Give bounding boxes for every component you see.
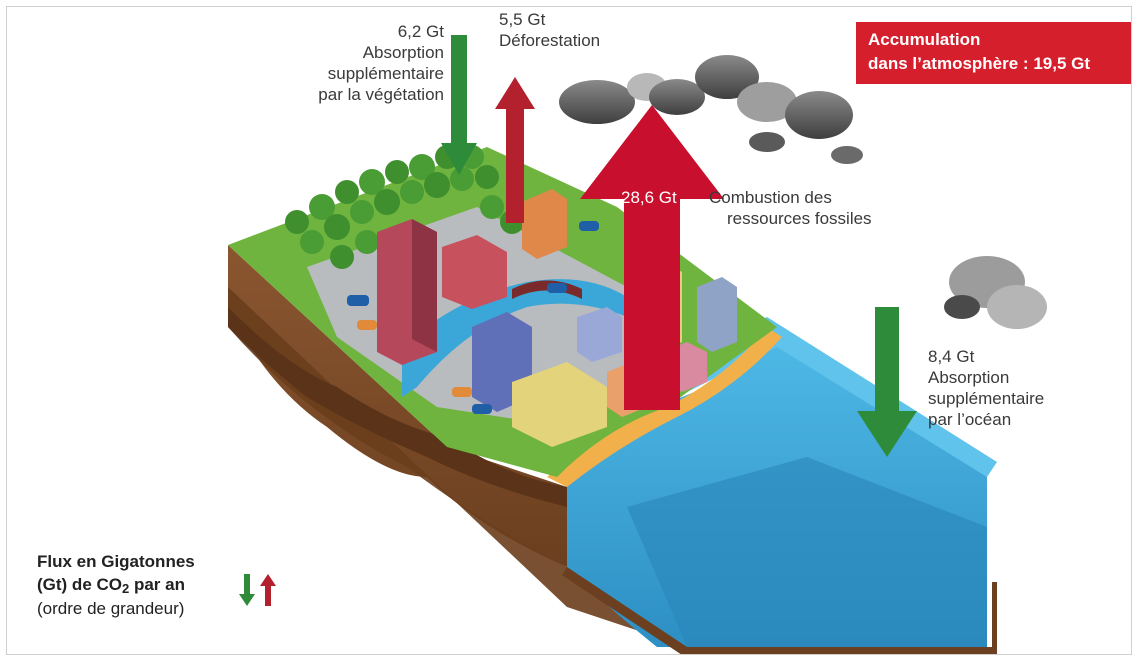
fossil-line2: ressources fossiles <box>727 209 872 228</box>
ocean-line3: par l’océan <box>928 410 1012 429</box>
legend-line3: (ordre de grandeur) <box>37 599 185 618</box>
beach <box>547 327 782 487</box>
ocean-value: 8,4 Gt <box>928 347 975 366</box>
legend-line2sub: 2 <box>122 581 130 596</box>
arrow-ocean-absorption <box>857 307 917 457</box>
legend: Flux en Gigatonnes (Gt) de CO2 par an (o… <box>37 550 195 620</box>
cloud-group-ocean <box>944 256 1047 329</box>
accumulation-banner: Accumulation dans l’atmosphère : 19,5 Gt <box>856 22 1131 84</box>
ocean-line1: Absorption <box>928 368 1010 387</box>
deforestation-value: 5,5 Gt <box>499 10 546 29</box>
ocean-line2: supplémentaire <box>928 389 1045 408</box>
river <box>402 279 627 397</box>
ocean-basin-inner <box>627 457 987 647</box>
accumulation-line2: dans l’atmosphère : 19,5 Gt <box>868 54 1091 73</box>
legend-down-arrow-icon <box>239 574 255 606</box>
fossil-value: 28,6 Gt <box>621 188 677 207</box>
arrow-deforestation-emission <box>495 77 535 223</box>
vegetation-line3: par la végétation <box>318 85 444 104</box>
arrow-fossil-emission <box>580 105 724 410</box>
accumulation-line1: Accumulation <box>868 30 981 49</box>
legend-line1: Flux en Gigatonnes <box>37 552 195 571</box>
vegetation-line2: supplémentaire <box>327 64 444 83</box>
vegetation-flow-label: 6,2 Gt Absorption supplémentaire par la … <box>287 21 444 105</box>
cloud-group-top <box>559 55 863 164</box>
soil-cross-section <box>228 245 567 567</box>
soil-layer-dark <box>228 307 567 507</box>
forest <box>285 145 524 269</box>
deforestation-line1: Déforestation <box>499 31 601 50</box>
legend-line2: (Gt) de CO2 par an <box>37 573 195 597</box>
fossil-flow-label: Combustion des ressources fossiles <box>697 187 897 229</box>
legend-line2b: par an <box>129 575 185 594</box>
ocean-flow-label: 8,4 Gt Absorption supplémentaire par l’o… <box>928 346 1044 430</box>
vegetation-value: 6,2 Gt <box>397 22 444 41</box>
fossil-line1: Combustion des <box>709 188 832 207</box>
deforestation-flow-label: 5,5 Gt Déforestation <box>499 9 600 51</box>
arrow-vegetation-absorption <box>441 35 477 175</box>
legend-line2a: (Gt) de CO <box>37 575 122 594</box>
carbon-cycle-scene <box>228 35 1047 654</box>
city-buildings <box>377 189 737 447</box>
figure-frame: 6,2 Gt Absorption supplémentaire par la … <box>6 6 1132 655</box>
vegetation-line1: Absorption <box>362 43 444 62</box>
legend-up-arrow-icon <box>260 574 276 606</box>
legend-arrows <box>239 574 276 606</box>
